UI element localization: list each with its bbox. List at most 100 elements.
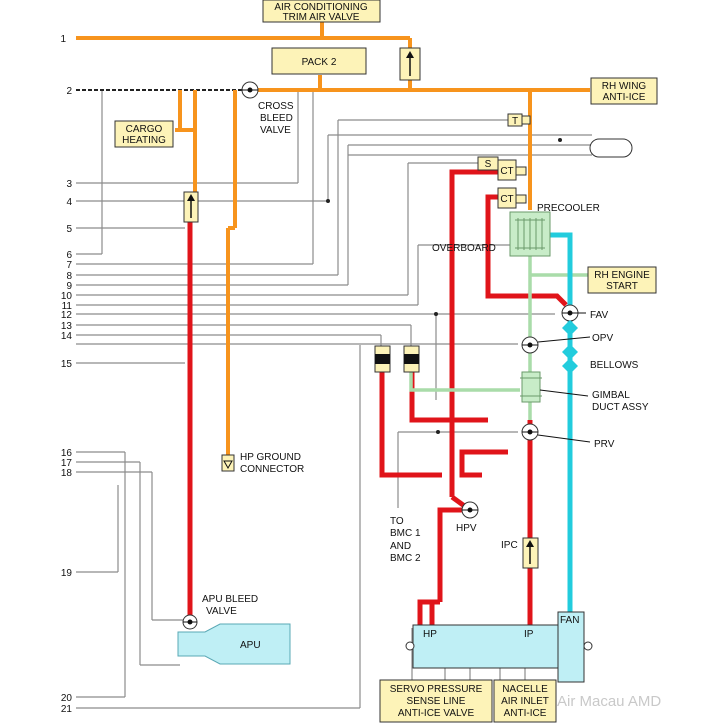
fan-label: FAN bbox=[560, 615, 579, 626]
apu-label: APU bbox=[240, 640, 261, 651]
ip-check-valve bbox=[522, 537, 539, 569]
apu-bleed-valve bbox=[182, 614, 198, 630]
precooler-label: PRECOOLER bbox=[537, 203, 600, 214]
svg-text:BLEED: BLEED bbox=[260, 113, 293, 124]
apu bbox=[177, 623, 291, 665]
servo-pressure-label: SERVO PRESSURE SENSE LINE ANTI-ICE VALVE bbox=[379, 679, 493, 723]
line-number-14: 14 bbox=[61, 331, 73, 342]
line-number-17: 17 bbox=[61, 458, 73, 469]
trim-air-check-valve bbox=[399, 47, 421, 81]
line-number-3: 3 bbox=[66, 179, 72, 190]
svg-text:CROSS: CROSS bbox=[258, 101, 294, 112]
watermark: Air Macau AMD bbox=[557, 693, 661, 710]
overpressure-valve bbox=[521, 336, 539, 354]
line-number-20: 20 bbox=[61, 693, 73, 704]
rh-engine-start-label: RH ENGINE START bbox=[587, 266, 657, 294]
fav-label: FAV bbox=[590, 310, 608, 321]
svg-text:CONNECTOR: CONNECTOR bbox=[240, 464, 304, 475]
svg-text:CT: CT bbox=[500, 194, 513, 205]
svg-text:AIR INLET: AIR INLET bbox=[501, 696, 549, 707]
svg-text:NACELLE: NACELLE bbox=[502, 684, 548, 695]
bellows-label: BELLOWS bbox=[590, 360, 639, 371]
line-number-7: 7 bbox=[66, 260, 72, 271]
svg-text:TO: TO bbox=[390, 516, 404, 527]
line-number-12: 12 bbox=[61, 310, 73, 321]
line-numbers: 1 2 3 4 5 6 7 8 9 10 11 12 13 14 15 16 1… bbox=[60, 34, 72, 715]
line-number-8: 8 bbox=[66, 271, 72, 282]
ip-port-label: IP bbox=[524, 629, 534, 640]
hp-ground-connector bbox=[221, 454, 235, 472]
fan-air-valve bbox=[561, 304, 579, 322]
prv-leader bbox=[537, 434, 591, 443]
svg-text:HEATING: HEATING bbox=[122, 135, 166, 146]
svg-text:START: START bbox=[606, 281, 638, 292]
precooler bbox=[509, 211, 551, 257]
pressure-regulating-valve bbox=[521, 423, 539, 441]
bellows bbox=[562, 320, 578, 374]
opv-label: OPV bbox=[592, 333, 613, 344]
svg-text:ANTI-ICE: ANTI-ICE bbox=[504, 708, 547, 719]
gimbal-duct-label: GIMBAL DUCT ASSY bbox=[592, 390, 649, 413]
svg-text:DUCT ASSY: DUCT ASSY bbox=[592, 402, 649, 413]
apu-check-valve bbox=[183, 191, 199, 223]
svg-text:SERVO PRESSURE: SERVO PRESSURE bbox=[390, 684, 483, 695]
temperature-sensor: T bbox=[507, 113, 531, 127]
svg-text:BMC 1: BMC 1 bbox=[390, 528, 421, 539]
svg-text:SENSE LINE: SENSE LINE bbox=[407, 696, 466, 707]
svg-text:AIR CONDITIONING: AIR CONDITIONING bbox=[274, 2, 368, 13]
hp-port-label: HP bbox=[423, 629, 437, 640]
line-number-2: 2 bbox=[66, 86, 72, 97]
opv-leader bbox=[537, 336, 591, 343]
line-number-13: 13 bbox=[61, 321, 73, 332]
line-number-11: 11 bbox=[62, 301, 73, 312]
svg-text:GIMBAL: GIMBAL bbox=[592, 390, 630, 401]
rh-wing-anti-ice-label: RH WING ANTI-ICE bbox=[590, 77, 658, 105]
hp-ducts bbox=[187, 169, 568, 625]
line-number-1: 1 bbox=[60, 34, 66, 45]
cross-bleed-valve bbox=[241, 81, 259, 99]
ipc-label: IPC bbox=[501, 540, 518, 551]
svg-text:CT: CT bbox=[500, 166, 513, 177]
svg-text:ANTI-ICE VALVE: ANTI-ICE VALVE bbox=[398, 708, 475, 719]
high-pressure-valve bbox=[461, 501, 479, 519]
line-number-21: 21 bbox=[61, 704, 73, 715]
cargo-heating-label: CARGO HEATING bbox=[114, 120, 174, 148]
engine-core bbox=[405, 624, 559, 669]
line-number-9: 9 bbox=[66, 281, 72, 292]
line-number-16: 16 bbox=[61, 448, 73, 459]
nacelle-anti-ice-label: NACELLE AIR INLET ANTI-ICE bbox=[493, 679, 557, 723]
svg-text:VALVE: VALVE bbox=[206, 606, 237, 617]
ct-sensor-upper: CT bbox=[497, 159, 527, 181]
line-number-5: 5 bbox=[66, 224, 72, 235]
svg-text:S: S bbox=[485, 159, 492, 170]
solenoid-left bbox=[374, 345, 391, 373]
line-number-15: 15 bbox=[61, 359, 73, 370]
line-number-10: 10 bbox=[61, 291, 73, 302]
svg-text:RH ENGINE: RH ENGINE bbox=[594, 270, 650, 281]
line-number-19: 19 bbox=[61, 568, 73, 579]
ac-trim-air-valve-label: AIR CONDITIONING TRIM AIR VALVE bbox=[262, 0, 381, 23]
svg-text:TRIM AIR VALVE: TRIM AIR VALVE bbox=[283, 12, 360, 23]
signal-lines bbox=[76, 88, 592, 709]
gimbal-duct bbox=[520, 371, 542, 403]
hp-ground-connector-label: HP GROUND CONNECTOR bbox=[240, 452, 304, 475]
gimbal-leader bbox=[539, 389, 589, 397]
hpv-label: HPV bbox=[456, 523, 477, 534]
cross-bleed-valve-label: CROSS BLEED VALVE bbox=[258, 101, 294, 136]
line-number-6: 6 bbox=[66, 250, 72, 261]
precooler-ducts bbox=[409, 243, 588, 420]
prv-label: PRV bbox=[594, 439, 615, 450]
svg-text:HP GROUND: HP GROUND bbox=[240, 452, 301, 463]
svg-text:APU BLEED: APU BLEED bbox=[202, 594, 258, 605]
svg-text:BMC 2: BMC 2 bbox=[390, 553, 421, 564]
svg-text:CARGO: CARGO bbox=[126, 124, 163, 135]
line-number-4: 4 bbox=[66, 197, 72, 208]
sensing-element bbox=[589, 138, 633, 158]
solenoid-right bbox=[403, 345, 420, 373]
line-number-18: 18 bbox=[61, 468, 73, 479]
svg-text:ANTI-ICE: ANTI-ICE bbox=[603, 92, 646, 103]
to-bmc-label: TO BMC 1 AND BMC 2 bbox=[390, 516, 421, 564]
fan-ducts bbox=[545, 232, 573, 612]
svg-text:RH WING: RH WING bbox=[602, 81, 647, 92]
